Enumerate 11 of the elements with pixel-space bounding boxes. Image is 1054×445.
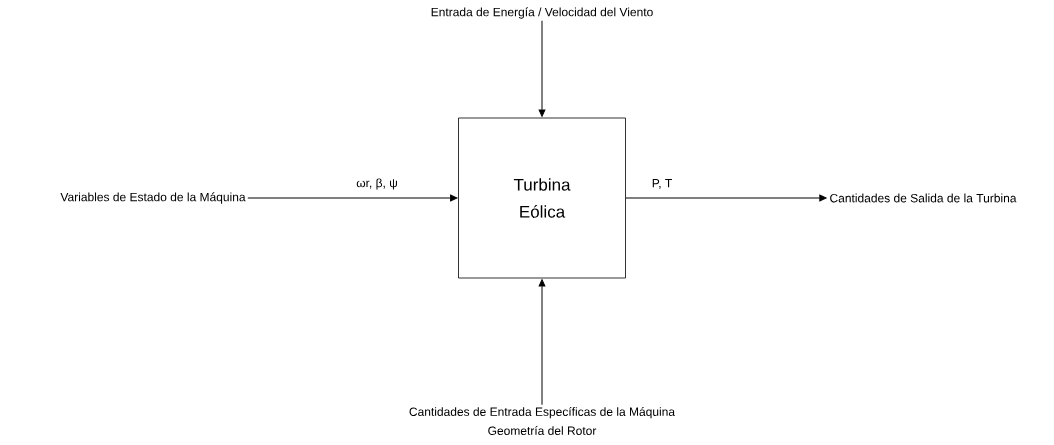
arrow bbox=[538, 279, 546, 406]
arrow bbox=[538, 20, 546, 117]
edge-label: P, T bbox=[650, 178, 674, 190]
edge-label: ωr, β, ψ bbox=[355, 177, 399, 191]
input-label: Variables de Estado de la Máquina bbox=[60, 192, 246, 204]
input-label: Entrada de Energía / Velocidad del Viento bbox=[431, 7, 653, 19]
arrow bbox=[247, 194, 458, 202]
arrow bbox=[625, 194, 827, 202]
input-label: Cantidades de Entrada Específicas de la Máquina Geometría del Rotor bbox=[409, 407, 676, 435]
output-label: Cantidades de Salida de la Turbina bbox=[830, 193, 1017, 203]
process-box: Turbina Eólica bbox=[458, 117, 626, 279]
